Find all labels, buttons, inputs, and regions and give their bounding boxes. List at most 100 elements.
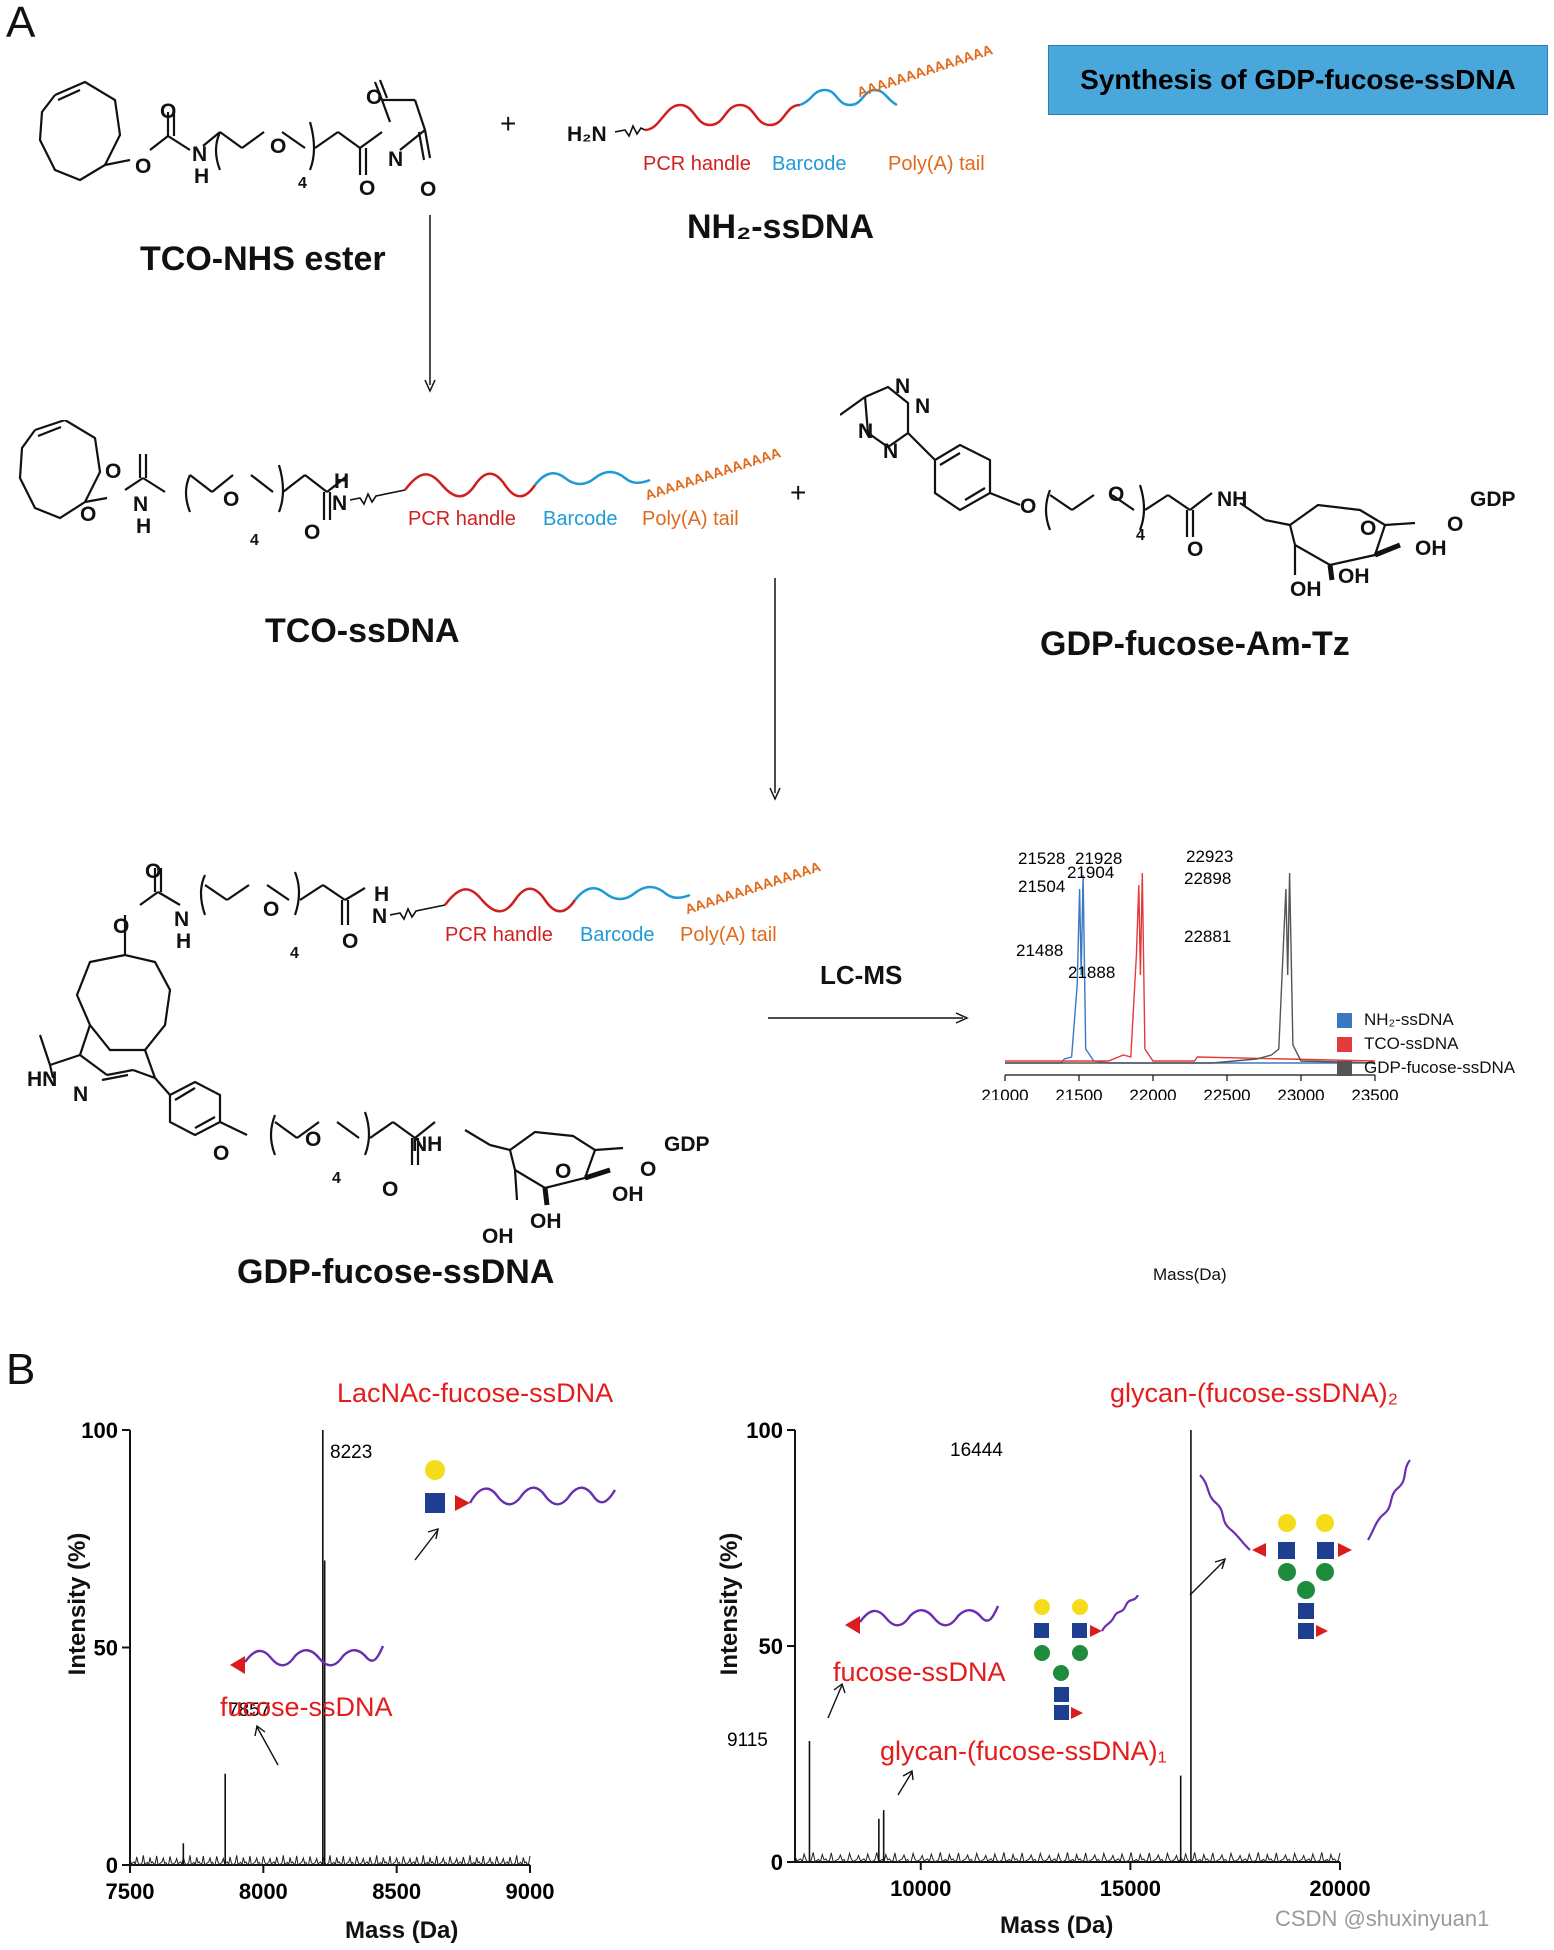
reaction-arrow-down xyxy=(424,215,436,393)
atom-o: O xyxy=(555,1160,572,1183)
x-tick-label: 15000 xyxy=(1100,1876,1161,1901)
nh2-ssdna-strand xyxy=(615,88,898,138)
atom-o: O xyxy=(640,1158,657,1181)
segment-poly-a-tail: Poly(A) tail xyxy=(888,153,985,175)
repeat-count: 4 xyxy=(1136,527,1145,544)
repeat-count: 4 xyxy=(290,945,299,962)
atom-o: O xyxy=(145,860,162,883)
atom-o: O xyxy=(1187,538,1204,561)
tco-ssdna-strand xyxy=(350,470,651,506)
gdp-fucose-ssdna-structure xyxy=(38,868,624,1206)
peak-label: 16444 xyxy=(950,1440,1003,1461)
segment-barcode: Barcode xyxy=(580,924,655,946)
peak-label: 22923 xyxy=(1186,850,1233,866)
atom-o: O xyxy=(1360,517,1377,540)
atom-o: O xyxy=(160,100,177,123)
hydroxyl: OH xyxy=(482,1225,514,1248)
atom-nh: N xyxy=(192,143,208,166)
x-tick-label: 8500 xyxy=(372,1879,421,1904)
fucose-ssdna-icon xyxy=(230,1645,385,1674)
lcms-label: LC-MS xyxy=(820,960,903,990)
watermark: CSDN @shuxinyuan1 xyxy=(1275,1906,1490,1931)
atom-o: O xyxy=(420,178,437,201)
legend-label: GDP-fucose-ssDNA xyxy=(1364,1058,1516,1077)
hydroxyl: OH xyxy=(530,1210,562,1233)
series-line xyxy=(1005,872,1376,1062)
glycan-di-icon xyxy=(1199,1459,1411,1639)
atom-o: O xyxy=(342,930,359,953)
tco-nhs-structure xyxy=(38,79,432,182)
x-tick-label: 23000 xyxy=(1277,1086,1324,1100)
atom-o: O xyxy=(263,898,280,921)
fucose-ssdna-icon xyxy=(845,1605,1000,1634)
legend-item-tco: TCO-ssDNA xyxy=(1337,1032,1515,1056)
atom-nh: N xyxy=(174,908,190,931)
plus-sign: + xyxy=(500,108,517,139)
peak-label: 21928 xyxy=(1075,850,1122,868)
atom-hn: HN xyxy=(27,1068,58,1091)
repeat-count: 4 xyxy=(298,175,307,192)
atom-h: H xyxy=(374,883,390,906)
x-tick-label: 9000 xyxy=(506,1879,555,1904)
gdp-fucose-ssdna-strand xyxy=(390,885,691,921)
y-tick-label: 0 xyxy=(106,1853,118,1878)
hydroxyl: OH xyxy=(1415,537,1447,560)
gdp-fucose-am-tz-structure xyxy=(840,385,1416,581)
atom-o: O xyxy=(113,915,130,938)
hydroxyl: OH xyxy=(1290,578,1322,601)
x-tick-label: 20000 xyxy=(1309,1876,1370,1901)
y-tick-label: 50 xyxy=(759,1634,783,1659)
atom-nh: N xyxy=(133,493,149,516)
legend-swatch xyxy=(1337,1036,1352,1052)
lacnac-glycan-icon xyxy=(425,1460,617,1513)
hydroxyl: OH xyxy=(1338,565,1370,588)
chart-b1-title: LacNAc-fucose-ssDNA xyxy=(337,1378,614,1408)
x-tick-label: 7500 xyxy=(106,1879,155,1904)
legend-label: TCO-ssDNA xyxy=(1364,1034,1459,1053)
atom-o: O xyxy=(382,1178,399,1201)
tco-ssdna-structure xyxy=(18,420,348,520)
reaction-arrow-down xyxy=(769,578,781,801)
peak-label: 9115 xyxy=(727,1730,768,1751)
atom-o: O xyxy=(305,1128,322,1151)
panel-b-letter: B xyxy=(6,1345,36,1394)
atom-nh: NH xyxy=(1217,488,1248,511)
annotation-fucose-ssdna: fucose-ssDNA xyxy=(220,1692,393,1722)
x-tick-label: 23500 xyxy=(1351,1086,1398,1100)
series-line xyxy=(1005,874,1375,1064)
peak-label: 8223 xyxy=(330,1442,372,1463)
peak-label: 21904 xyxy=(1067,863,1114,882)
atom-n: N xyxy=(915,395,931,418)
tco-nhs-ester-label: TCO-NHS ester xyxy=(140,240,386,278)
legend-swatch xyxy=(1337,1012,1352,1028)
baseline-noise xyxy=(794,1851,1341,1864)
legend-swatch xyxy=(1337,1060,1352,1076)
glycan-mono-icon xyxy=(1034,1595,1139,1720)
synthesis-title: Synthesis of GDP-fucose-ssDNA xyxy=(1048,45,1548,115)
segment-pcr-handle: PCR handle xyxy=(408,508,516,530)
atom-n: N xyxy=(372,905,388,928)
atom-n: N xyxy=(883,440,899,463)
repeat-count: 4 xyxy=(332,1170,341,1187)
atom-o: O xyxy=(270,135,287,158)
atom-n: N xyxy=(388,148,404,171)
chart-b1-xlabel: Mass (Da) xyxy=(345,1917,459,1944)
x-tick-label: 10000 xyxy=(890,1876,951,1901)
annotation-fucose-ssdna: fucose-ssDNA xyxy=(833,1657,1006,1687)
panel-a-letter: A xyxy=(6,0,36,47)
peak-label: 22881 xyxy=(1184,927,1231,946)
segment-pcr-handle: PCR handle xyxy=(643,153,751,175)
gdp-fucose-ssdna-label: GDP-fucose-ssDNA xyxy=(237,1253,555,1291)
tco-ssdna-label: TCO-ssDNA xyxy=(265,612,460,650)
legend-label: NH₂-ssDNA xyxy=(1364,1010,1454,1029)
plus-sign: + xyxy=(790,477,807,508)
y-tick-label: 100 xyxy=(746,1418,783,1443)
segment-barcode: Barcode xyxy=(543,508,618,530)
lcms-xlabel: Mass(Da) xyxy=(1153,1265,1227,1284)
legend-item-nh2: NH₂-ssDNA xyxy=(1337,1008,1515,1032)
x-tick-label: 22500 xyxy=(1203,1086,1250,1100)
repeat-count: 4 xyxy=(250,532,259,549)
peak-label: 21888 xyxy=(1068,963,1115,982)
